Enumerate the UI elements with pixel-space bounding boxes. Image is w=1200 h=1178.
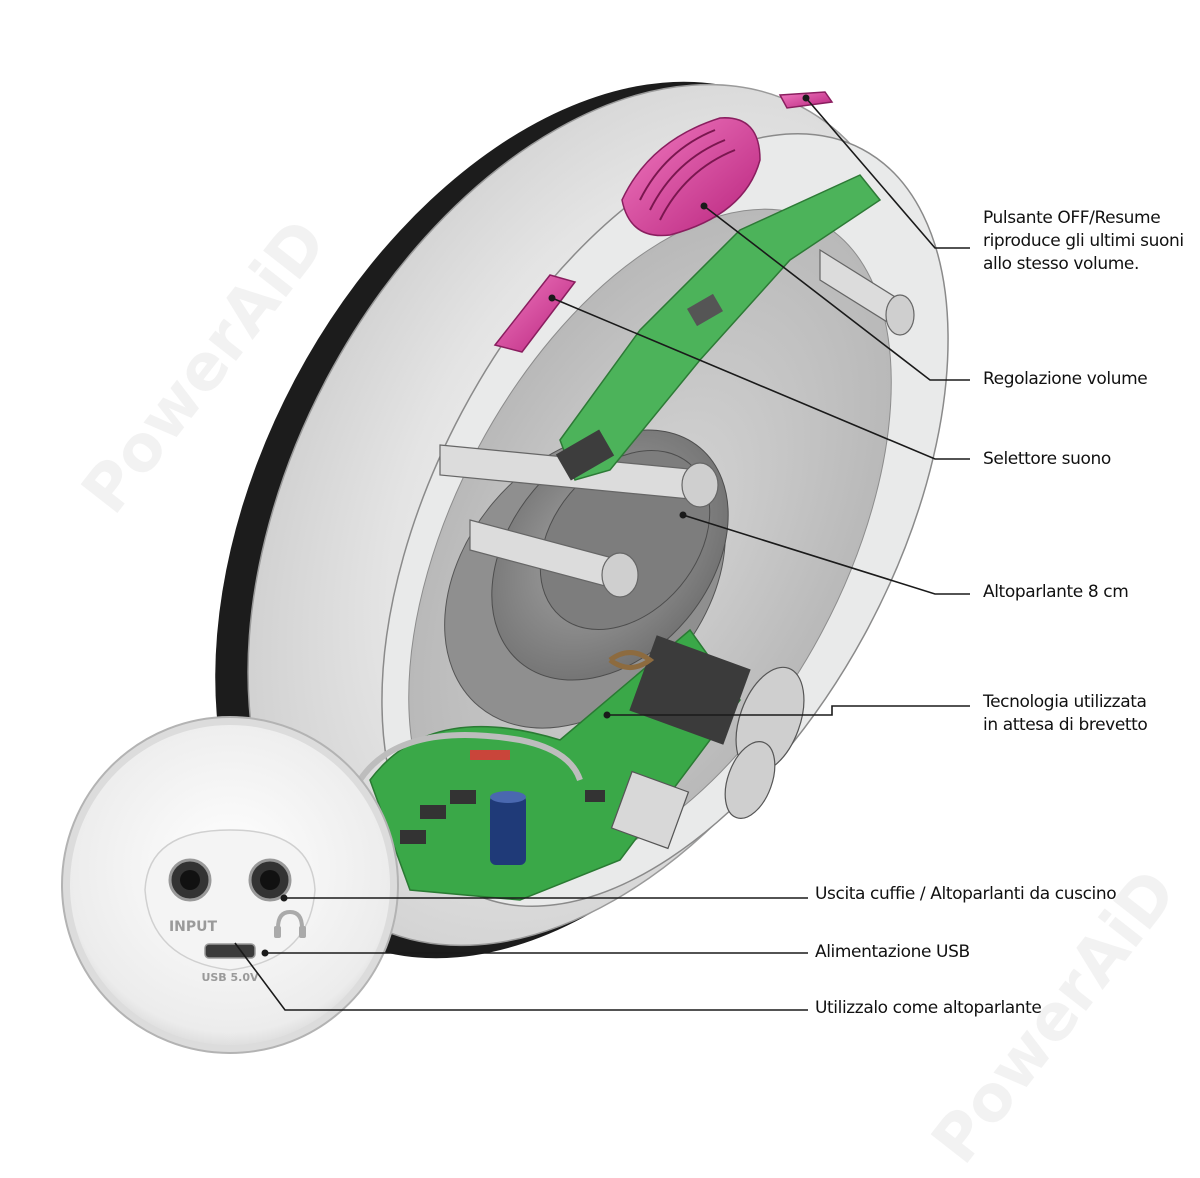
- callout-off-resume: Pulsante OFF/Resume riproduce gli ultimi…: [983, 207, 1184, 276]
- callout-technology-line-1: Tecnologia utilizzata: [983, 692, 1147, 712]
- callout-volume: Regolazione volume: [983, 368, 1148, 391]
- device-illustration: INPUT USB 5.0V: [61, 81, 970, 1054]
- callout-volume-line-1: Regolazione volume: [983, 369, 1148, 389]
- leader-dots: [261, 94, 810, 957]
- callout-sound-selector-line-1: Selettore suono: [983, 449, 1111, 469]
- leader-sound-selector: [551, 297, 970, 460]
- callout-off-resume-line-3: allo stesso volume.: [983, 254, 1139, 274]
- callout-sound-selector: Selettore suono: [983, 448, 1111, 471]
- usb-label: USB 5.0V: [201, 971, 259, 984]
- rear-connectors: [610, 666, 805, 850]
- callout-off-resume-line-1: Pulsante OFF/Resume: [983, 208, 1161, 228]
- support-rods: [439, 248, 915, 598]
- leader-volume: [703, 205, 970, 381]
- callout-off-resume-line-2: riproduce gli ultimi suoni: [983, 231, 1184, 251]
- product-diagram: PowerAiD PowerAiD PowerAiD: [61, 81, 1192, 1178]
- jack-panel-inset: INPUT USB 5.0V: [61, 716, 399, 1054]
- callout-speaker-use-line-1: Utilizzalo come altoparlante: [815, 998, 1042, 1018]
- leader-speaker: [682, 514, 970, 595]
- callout-headphone-out-line-1: Uscita cuffie / Altoparlanti da cuscino: [815, 884, 1117, 904]
- leader-off-resume: [805, 97, 970, 249]
- leader-speaker-use: [234, 942, 808, 1011]
- usb-port: [204, 943, 256, 959]
- callout-speaker: Altoparlante 8 cm: [983, 581, 1129, 604]
- callout-usb-power-line-1: Alimentazione USB: [815, 942, 970, 962]
- callout-headphone-out: Uscita cuffie / Altoparlanti da cuscino: [815, 883, 1117, 906]
- upper-pcb: [555, 174, 882, 481]
- callout-speaker-use: Utilizzalo come altoparlante: [815, 997, 1042, 1020]
- leader-technology: [607, 705, 970, 716]
- sound-selector-slider: [493, 274, 577, 353]
- lower-pcb: [357, 628, 751, 901]
- control-buttons: [493, 91, 834, 353]
- callout-speaker-line-1: Altoparlante 8 cm: [983, 582, 1129, 602]
- leader-lines: [234, 97, 970, 1011]
- callout-technology-line-2: in attesa di brevetto: [983, 715, 1148, 735]
- input-label: INPUT: [169, 919, 218, 935]
- headphone-icon: [276, 909, 304, 929]
- callout-usb-power: Alimentazione USB: [815, 941, 970, 964]
- callout-technology: Tecnologia utilizzata in attesa di breve…: [983, 691, 1148, 737]
